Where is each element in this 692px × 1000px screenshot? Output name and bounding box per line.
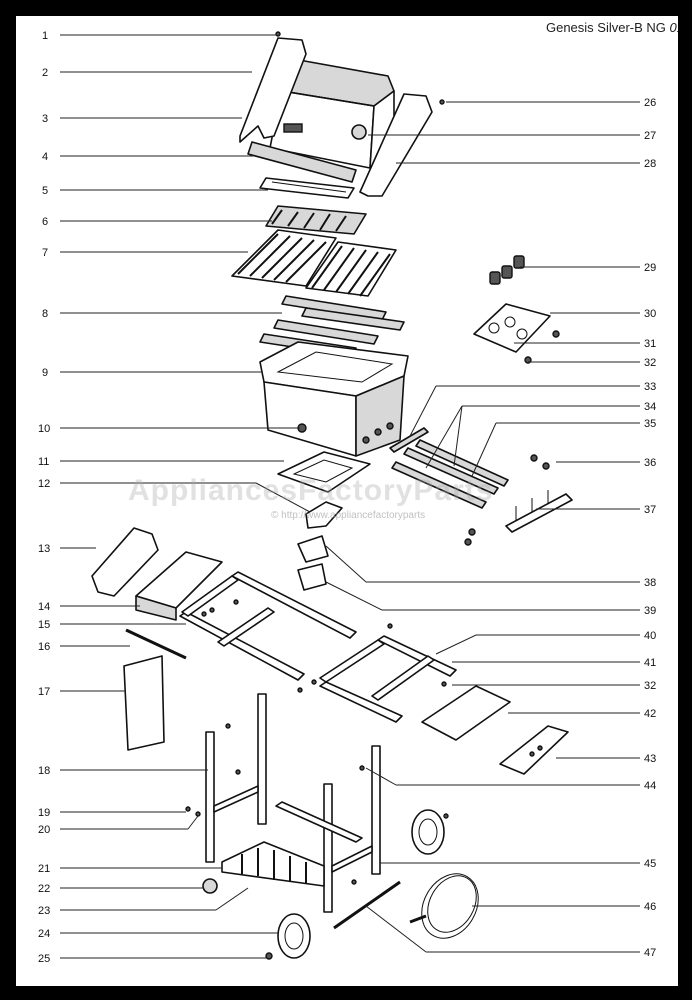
callout-2: 2: [42, 67, 48, 79]
watermark-url: © http://www.appliancefactoryparts: [271, 510, 426, 521]
callout-11: 11: [38, 456, 49, 468]
callout-21: 21: [38, 863, 50, 875]
diagram-title: Genesis Silver-B NG 01: [546, 20, 678, 35]
callout-47: 47: [644, 947, 656, 959]
part-flavorizer-small-grate: [265, 205, 367, 235]
callout-5: 5: [42, 185, 48, 197]
callout-25: 25: [38, 953, 50, 965]
callout-14: 14: [38, 601, 50, 613]
callout-12: 12: [38, 478, 50, 490]
part-warming-rack: [259, 177, 355, 199]
callout-24: 24: [38, 928, 50, 940]
callout-8: 8: [42, 308, 48, 320]
callout-10: 10: [38, 423, 50, 435]
callouts-left: 1 2 3 4 5 6 7 8 9 10 11 12 13 14 15 16 1…: [38, 30, 50, 965]
callout-29: 29: [644, 262, 656, 274]
parts-diagram-sheet: 1 2 3 4 5 6 7 8 9 10 11 12 13 14 15 16 1…: [16, 16, 678, 986]
callout-36: 36: [644, 457, 656, 469]
callout-37: 37: [644, 504, 656, 516]
callout-28: 28: [644, 158, 656, 170]
callout-44: 44: [644, 780, 656, 792]
callout-15: 15: [38, 619, 50, 631]
exploded-parts-diagram: 1 2 3 4 5 6 7 8 9 10 11 12 13 14 15 16 1…: [38, 30, 656, 965]
leader-lines: [60, 34, 640, 959]
part-lid-end-cap-left: [239, 37, 307, 143]
callout-27: 27: [644, 130, 656, 142]
callout-13: 13: [38, 543, 50, 555]
part-control-panel: [473, 303, 560, 364]
part-rear-panel: [421, 685, 511, 741]
callout-20: 20: [38, 824, 50, 836]
part-burner-tubes: [389, 427, 509, 509]
callout-35: 35: [644, 418, 656, 430]
callout-34: 34: [644, 401, 656, 413]
part-manifold: [464, 454, 573, 546]
part-cross-brace: [275, 801, 363, 843]
callout-30: 30: [644, 308, 656, 320]
callout-23: 23: [38, 905, 50, 917]
part-frame-upper-left: [179, 571, 357, 681]
part-cooking-grates: [231, 229, 397, 297]
callout-7: 7: [42, 247, 48, 259]
part-fasteners: [185, 31, 449, 885]
callout-26: 26: [644, 97, 656, 109]
callout-43: 43: [644, 753, 656, 765]
part-bottom-shelf: [221, 841, 325, 887]
callout-31: 31: [644, 338, 656, 350]
diagram-title-suffix: 01: [669, 20, 678, 35]
part-bottom-tray: [277, 451, 371, 493]
part-gas-hose: [409, 873, 479, 939]
callout-16: 16: [38, 641, 50, 653]
part-wheel-left: [265, 913, 311, 960]
watermark: AppliancesFactoryParts: [128, 474, 494, 507]
callout-6: 6: [42, 216, 48, 228]
part-wheel-right: [411, 809, 445, 855]
part-frame-upper-right: [319, 635, 457, 723]
callout-22: 22: [38, 883, 50, 895]
part-front-handle: [499, 725, 569, 775]
callout-42: 42: [644, 708, 656, 720]
part-control-knobs: [489, 255, 525, 285]
part-axle: [333, 880, 401, 930]
callout-32-lower: 32: [644, 680, 656, 692]
part-side-table: [135, 551, 223, 621]
part-caster: [202, 878, 218, 894]
part-lid-end-cap-right: [359, 93, 433, 197]
callout-19: 19: [38, 807, 50, 819]
callout-3: 3: [42, 113, 48, 125]
part-catch-pan: [297, 535, 329, 591]
callout-9: 9: [42, 367, 48, 379]
part-cart-legs-right: [323, 745, 381, 913]
callout-40: 40: [644, 630, 656, 642]
callout-39: 39: [644, 605, 656, 617]
callout-18: 18: [38, 765, 50, 777]
callout-45: 45: [644, 858, 656, 870]
part-side-panel: [123, 655, 165, 751]
part-wire-rod: [125, 628, 187, 660]
callout-38: 38: [644, 577, 656, 589]
callout-32: 32: [644, 357, 656, 369]
callout-1: 1: [42, 30, 48, 42]
part-catch-pan-holder: [305, 501, 343, 529]
callout-41: 41: [644, 657, 656, 669]
part-lid-trim: [247, 141, 357, 183]
callouts-right: 26 27 28 29 30 31 32 33 34 35 36 37 38 3…: [644, 97, 656, 959]
part-cookbox: [259, 341, 409, 457]
callout-46: 46: [644, 901, 656, 913]
callout-17: 17: [38, 686, 50, 698]
callout-33: 33: [644, 381, 656, 393]
diagram-title-main: Genesis Silver-B NG: [545, 20, 666, 35]
part-side-table-end-cap: [91, 527, 159, 597]
callout-4: 4: [42, 151, 48, 163]
part-cart-legs-left: [205, 693, 267, 863]
